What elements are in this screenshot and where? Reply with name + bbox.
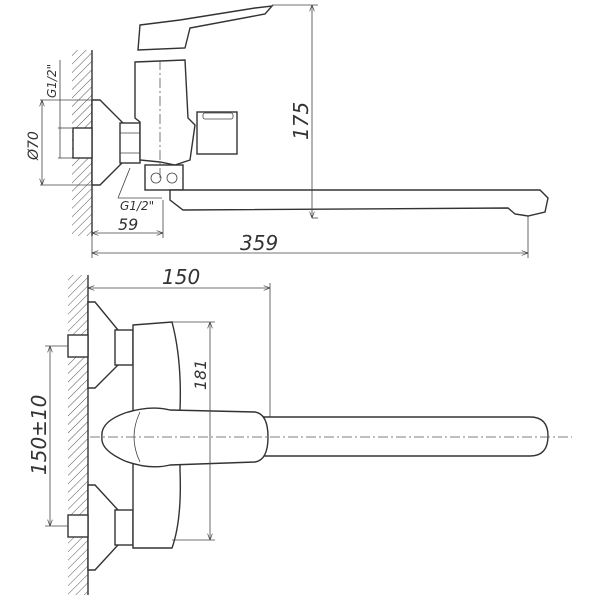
top-view: 150 181 150±10 <box>27 265 572 595</box>
spout <box>261 416 549 457</box>
nut-lower <box>114 509 134 546</box>
eccentric-nut <box>119 122 141 164</box>
stud-upper <box>67 334 89 358</box>
body-length-label: 181 <box>191 359 210 390</box>
stud-lower <box>67 514 89 538</box>
lever-handle <box>137 5 274 51</box>
height-label: 175 <box>289 102 313 140</box>
mixer-body <box>134 59 196 166</box>
thread-top-label: G1/2" <box>45 64 59 98</box>
side-view: Ø70 G1/2" G1/2" 59 359 175 <box>26 4 549 258</box>
lever-handle <box>101 407 269 468</box>
wall-hatch <box>68 275 88 595</box>
centers-label: 150±10 <box>27 395 51 475</box>
spout-reach-label: 359 <box>240 231 278 255</box>
inlet-stub <box>72 127 93 159</box>
nut-upper <box>114 329 134 366</box>
wall-offset-label: 59 <box>118 215 138 234</box>
flange-lower <box>87 484 119 571</box>
spout <box>169 189 549 217</box>
width-label: 150 <box>162 265 200 289</box>
flange-diameter-label: Ø70 <box>26 131 42 161</box>
flange-upper <box>87 301 119 389</box>
thread-bottom-label: G1/2" <box>120 199 154 213</box>
